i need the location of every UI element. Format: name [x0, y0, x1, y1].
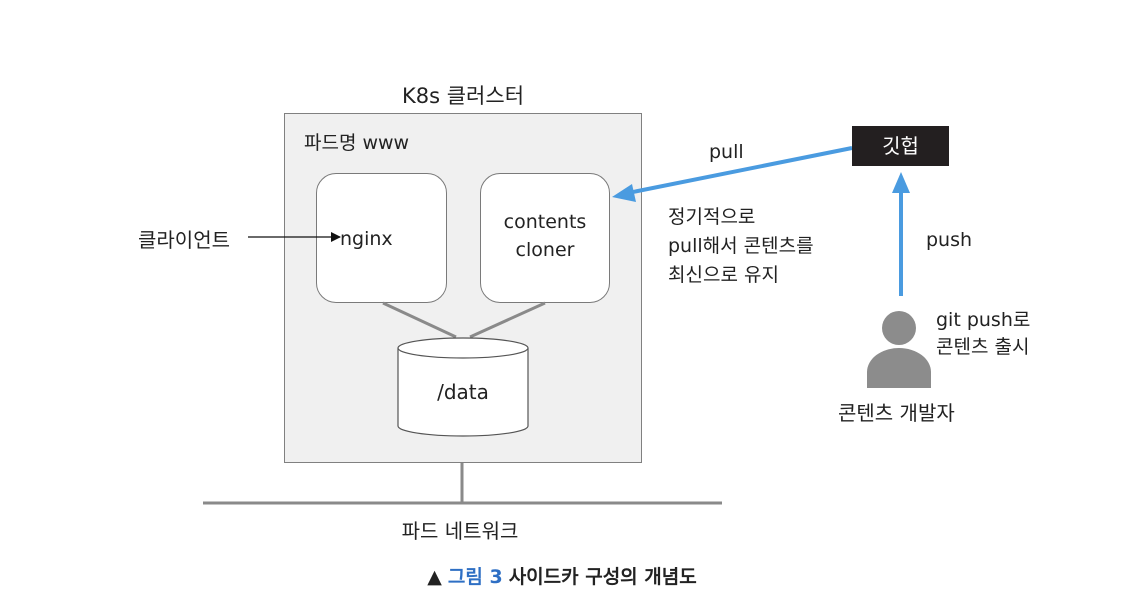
developer-note-line-1: git push로: [936, 309, 1031, 331]
push-arrow: [892, 172, 910, 296]
pull-description: 정기적으로 pull해서 콘텐츠를 최신으로 유지: [668, 203, 814, 290]
caption-marker: ▲: [427, 566, 442, 588]
pull-description-line-3: 최신으로 유지: [668, 264, 779, 286]
nginx-volume-link: [382, 301, 457, 339]
data-volume-cylinder: [397, 337, 529, 437]
cluster-title: K8s 클러스터: [401, 84, 525, 108]
pull-description-line-1: 정기적으로: [668, 206, 756, 228]
person-icon: [867, 311, 931, 388]
client-label: 클라이언트: [138, 228, 230, 252]
cloner-label-line-2: cloner: [515, 239, 575, 261]
contents-cloner-container-box: [480, 173, 610, 303]
volume-label: /data: [437, 380, 489, 404]
caption-figure-number: 그림 3: [447, 566, 503, 588]
cloner-volume-link: [469, 301, 546, 339]
network-label: 파드 네트워크: [401, 519, 519, 543]
pod-label: 파드명 www: [304, 132, 410, 154]
contents-cloner-label: contents cloner: [480, 208, 610, 264]
push-label: push: [926, 229, 973, 251]
developer-label: 콘텐츠 개발자: [838, 401, 955, 425]
nginx-label: nginx: [340, 228, 393, 250]
pull-label: pull: [709, 141, 744, 163]
cloner-label-line-1: contents: [503, 211, 587, 233]
caption-text: 사이드카 구성의 개념도: [508, 566, 697, 588]
github-box: 깃헙: [852, 126, 949, 166]
pull-arrow: [612, 146, 853, 202]
pull-description-line-2: pull해서 콘텐츠를: [668, 235, 814, 257]
developer-note-line-2: 콘텐츠 출시: [936, 336, 1030, 358]
developer-note: git push로 콘텐츠 출시: [936, 307, 1030, 361]
